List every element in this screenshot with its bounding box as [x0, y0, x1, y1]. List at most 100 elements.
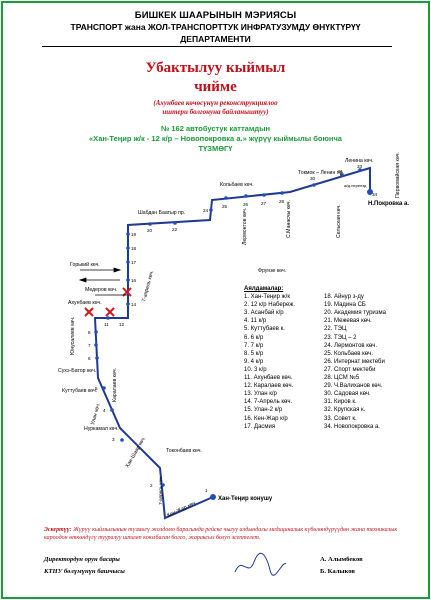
stop-list-item: 12. Каралаев көч.: [244, 383, 294, 390]
stop-list-item: 32. Крупская к.: [324, 407, 366, 414]
stop-3: [120, 438, 124, 442]
street-kuttubaev: Куттубаев көч.: [62, 388, 97, 394]
stop-list-item: 22. ТЭЦ: [324, 326, 347, 333]
street-shabdan: Шабдан Баатыр пр.: [138, 210, 185, 216]
department-header-line1: ТРАНСПОРТ жана ЖОЛ-ТРАНСПОРТТУК ИНФРАТУЗ…: [70, 22, 361, 32]
note: Эскертүү: Жүрүү кыймылынын түзмөгү жолдо…: [44, 526, 404, 542]
svg-text:1: 1: [205, 488, 208, 493]
stop-list-item: 27. Спорт мектеби: [324, 366, 376, 373]
stop-28: [280, 191, 284, 195]
street-gorky: Горький көч.: [70, 261, 100, 268]
street-medeov: Медеров көч.: [85, 287, 117, 293]
doc-reason-line2: иштери болгонуна байланыштуу): [162, 108, 269, 116]
svg-text:14: 14: [131, 302, 137, 307]
svg-text:31: 31: [338, 169, 344, 174]
street-akhunbaev: Ахунбаев көч.: [68, 300, 102, 306]
svg-text:5: 5: [95, 386, 98, 391]
stop-26: [244, 194, 248, 198]
svg-text:33: 33: [357, 164, 363, 169]
svg-text:30: 30: [310, 176, 316, 181]
header-divider: [42, 46, 392, 47]
street-ulan: Улан көч.: [90, 402, 102, 425]
note-text: Жүрүү кыймылынын түзмөгү жолдомо барагын…: [44, 527, 398, 541]
street-tokmok: Токмок – Ленин пр.: [298, 170, 344, 176]
svg-text:26: 26: [243, 202, 249, 207]
signature-name-1: А. Алымбеков: [320, 556, 363, 563]
stop-list-item: 25. Кольбаев көч.: [324, 350, 373, 357]
route-line3: ТҮЗМӨГҮ: [198, 144, 233, 153]
stop-list-item: 7. 7 к/р: [244, 342, 264, 349]
stop-list-item: 4. 11 к/р: [244, 318, 267, 325]
signature-role-2: КТНУ бөлүмүнүн башчысы: [44, 568, 125, 575]
stop-list-item: 31. Киров к.: [324, 399, 357, 406]
route-line1: № 162 автобустук каттамдын: [160, 124, 271, 133]
stop-list-item: 1. Хан-Теңир ж/к: [244, 294, 290, 301]
department-header-line2: ДЕПАРТАМЕНТИ: [180, 34, 251, 44]
stop-list-item: 17. Дасмия: [244, 423, 276, 430]
svg-text:6: 6: [88, 356, 91, 361]
detour-arrows: [78, 267, 127, 296]
street-kolbaev: Кольбаев көч.: [220, 182, 254, 188]
stop-19: [126, 232, 130, 236]
svg-text:12: 12: [119, 322, 125, 327]
doc-title-line1: Убактылуу кыймыл: [145, 60, 286, 76]
stop-list-item: 8. 5 к/р: [244, 350, 264, 357]
doc-reason-line1: (Ахунбаев көчөсүнүн реконструкциялоо: [153, 99, 278, 107]
doc-title-line2: чийме: [194, 79, 237, 95]
stop-5: [102, 386, 106, 390]
street-nurkamal: Нуркамал көч.: [84, 426, 119, 432]
svg-text:2: 2: [150, 483, 153, 488]
stop-22: [173, 221, 177, 225]
stop-20: [148, 222, 152, 226]
stop-17: [126, 260, 130, 264]
stop-16: [126, 278, 130, 282]
street-lermontov: Лермонтов көч.: [242, 208, 248, 245]
stop-list-item: 6. 6 к/р: [244, 334, 264, 341]
stop-list-item: 13. Улан к/р: [244, 391, 277, 398]
stop-30: [312, 183, 316, 187]
note-label: Эскертүү:: [44, 527, 72, 533]
stop-list-item: 20. Академия туризма: [324, 310, 386, 317]
stop-33: [358, 168, 362, 172]
stop-6: [95, 356, 99, 360]
street-lenina: Ленина көч.: [345, 158, 374, 164]
svg-text:8: 8: [88, 330, 91, 335]
stop-14: [126, 302, 130, 306]
stop-list-item: 26. Интернат мектеби: [324, 358, 385, 365]
route-stops: [94, 168, 373, 500]
svg-text:24: 24: [203, 208, 209, 213]
svg-text:28: 28: [279, 199, 285, 204]
stop-2: [161, 483, 165, 487]
svg-text:19: 19: [131, 232, 137, 237]
closure-marks: [84, 287, 132, 317]
svg-text:7: 7: [88, 343, 91, 348]
svg-text:4: 4: [103, 408, 106, 413]
svg-text:17: 17: [131, 260, 137, 265]
street-aprel7-south: 7-апрель көч.: [158, 476, 163, 505]
svg-text:18: 18: [131, 246, 137, 251]
stop-list-item: 15. Улан-2 к/р: [244, 407, 283, 414]
street-manas: С.Манасчы көч.: [286, 200, 292, 238]
street-tokonbaev: Токонбаев көч.: [166, 448, 202, 454]
street-pervomai: Первомайская көч.: [394, 152, 401, 198]
street-selskaya: Сельская көч.: [336, 204, 342, 238]
stop-7: [94, 343, 98, 347]
route-line: [93, 166, 371, 520]
stop-list-item: 9. 4 к/р: [244, 358, 264, 365]
stop-24: [209, 208, 213, 212]
stop-list-item: 34. Новопокровка а.: [324, 423, 380, 430]
street-sukhe: Сухэ-Батор көч.: [58, 368, 96, 374]
stop-list-item: 16. Кен-Жар к/р: [244, 415, 288, 422]
office-header: БИШКЕК ШААРЫНЫН МЭРИЯСЫ: [134, 10, 297, 21]
stop-25: [224, 196, 228, 200]
route-line2: «Хан-Теңир ж/к - 12 к/р – Новопокровка а…: [89, 134, 342, 143]
signature-scribble: [234, 552, 287, 576]
stop-list-item: 24. Лермонтов көч.: [324, 342, 378, 349]
svg-text:22: 22: [172, 227, 178, 232]
stop-list-item: 2. 12 к/р Набереж.: [244, 302, 295, 309]
